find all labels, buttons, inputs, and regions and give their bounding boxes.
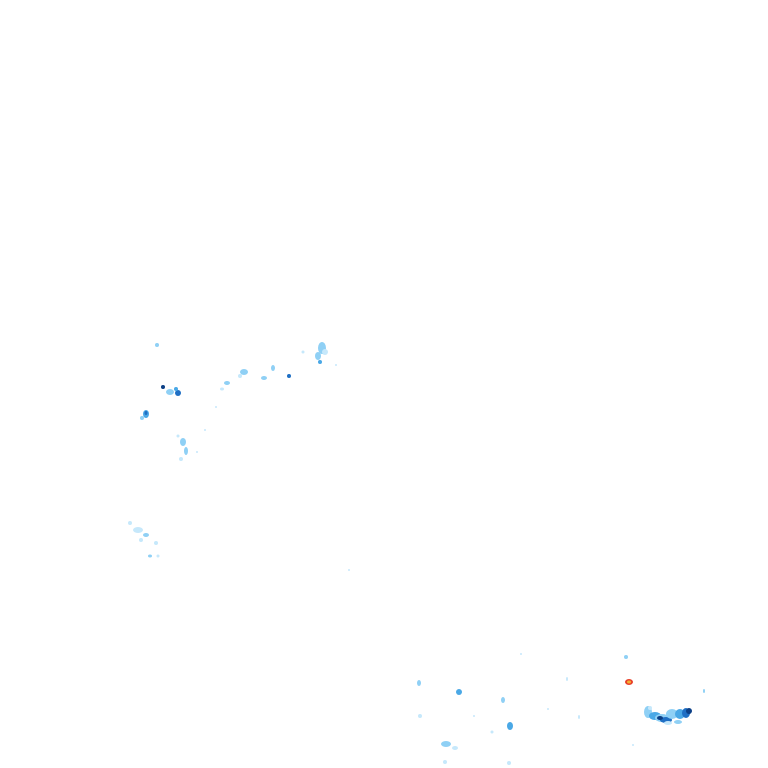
echo-nw-15 xyxy=(155,343,159,347)
echo-nw-9 xyxy=(240,369,248,375)
echo-se-5 xyxy=(666,709,678,719)
echo-core-inner xyxy=(627,680,631,684)
echo-nw-26 xyxy=(176,434,180,438)
echo-nw-14 xyxy=(204,429,206,431)
echo-sw-1 xyxy=(133,527,143,533)
echo-s-1 xyxy=(418,714,422,718)
echo-nw-12 xyxy=(220,387,224,391)
echo-s-10 xyxy=(473,715,475,717)
echo-nw-19 xyxy=(174,387,178,391)
echo-s-7 xyxy=(507,722,513,730)
echo-s-11 xyxy=(547,708,549,710)
echo-s-5 xyxy=(443,760,447,764)
echo-s-0 xyxy=(417,680,421,686)
echo-nw-6 xyxy=(287,374,291,378)
echo-nw-22 xyxy=(140,416,144,420)
echo-sw-0 xyxy=(128,521,132,525)
echo-s-8 xyxy=(490,730,494,734)
echo-se-10 xyxy=(664,721,672,725)
echo-s-14 xyxy=(578,715,580,719)
echo-s-12 xyxy=(520,653,522,655)
echo-nw-25 xyxy=(179,457,183,461)
echo-nw-18 xyxy=(175,390,181,396)
echo-nw-16 xyxy=(161,385,165,389)
echo-s-17 xyxy=(632,744,634,746)
echo-s-9 xyxy=(507,761,511,765)
echo-sw-2 xyxy=(143,533,149,537)
echo-sw-6 xyxy=(156,554,160,558)
echo-s-2 xyxy=(456,689,462,695)
echo-s-3 xyxy=(441,741,451,747)
echo-sw-4 xyxy=(154,541,158,545)
echo-sw-3 xyxy=(139,538,143,542)
echo-se-11 xyxy=(648,706,652,710)
echo-nw-17 xyxy=(166,389,174,395)
echo-se-9 xyxy=(674,720,682,724)
echo-nw-2 xyxy=(322,349,328,355)
echo-nw-27 xyxy=(196,451,198,453)
precipitation-echoes xyxy=(128,342,705,765)
echo-nw-13 xyxy=(215,406,217,408)
echo-sw-5 xyxy=(148,554,152,558)
echo-nw-7 xyxy=(271,365,275,371)
echo-nw-4 xyxy=(301,350,305,354)
echo-s-4 xyxy=(452,746,458,750)
echo-nw-23 xyxy=(180,438,186,446)
echo-s-15 xyxy=(624,655,628,659)
echo-sw-7 xyxy=(348,569,350,571)
echo-se-4 xyxy=(657,716,663,720)
echo-nw-10 xyxy=(238,374,242,378)
echo-nw-24 xyxy=(184,447,188,455)
echo-nw-11 xyxy=(224,381,230,385)
echo-nw-1 xyxy=(315,352,321,360)
echo-nw-21 xyxy=(144,411,148,415)
echo-nw-8 xyxy=(261,376,267,380)
echo-s-13 xyxy=(566,677,568,681)
echo-nw-3 xyxy=(318,360,322,364)
echo-s-16 xyxy=(703,689,705,693)
echo-s-6 xyxy=(501,697,505,703)
echo-se-8 xyxy=(686,708,692,714)
echo-nw-5 xyxy=(335,364,337,366)
